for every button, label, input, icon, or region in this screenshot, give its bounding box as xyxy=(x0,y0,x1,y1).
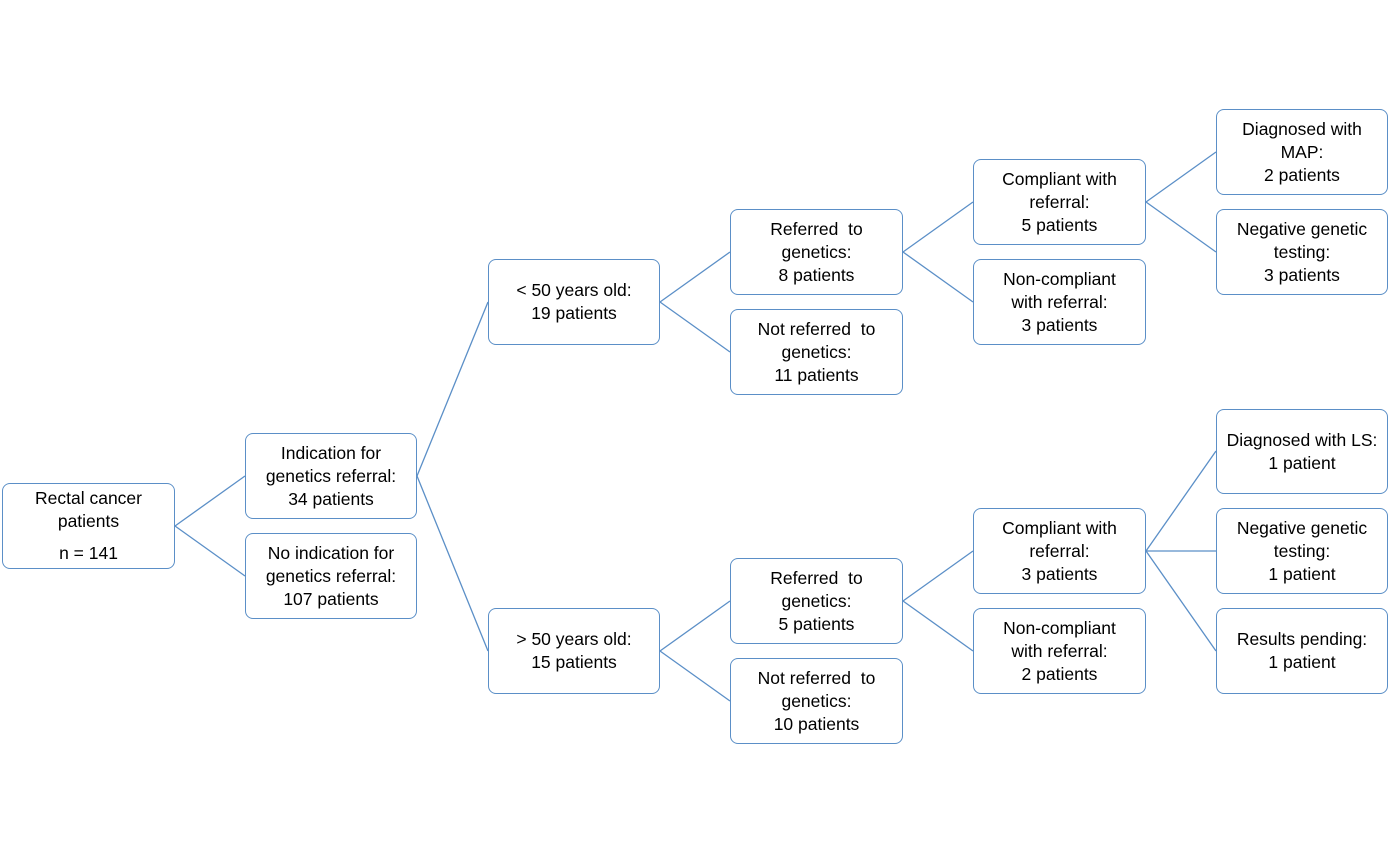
diagnosed-ls-node: Diagnosed with LS: 1 patient xyxy=(1216,409,1388,494)
node-line: Compliant with xyxy=(1002,517,1117,538)
root-node-line: patients xyxy=(57,511,120,531)
root-node-line: Rectal cancer xyxy=(35,488,142,508)
node-line: genetics referral: xyxy=(265,565,397,586)
node-line: referral: xyxy=(1029,540,1090,561)
over-50-compliant-node: Compliant with referral: 3 patients xyxy=(973,508,1146,594)
results-pending-node: Results pending: 1 patient xyxy=(1216,608,1388,694)
connector-over50-referred xyxy=(659,600,731,652)
node-count: 1 patient xyxy=(1268,563,1336,584)
diagnosed-map-node: Diagnosed with MAP: 2 patients xyxy=(1216,109,1388,195)
node-line: genetics: xyxy=(781,690,852,711)
node-line: Diagnosed with xyxy=(1242,118,1362,139)
node-count: 3 patients xyxy=(1264,264,1340,285)
connector-o-compliant-pending xyxy=(1145,550,1217,652)
node-count: 2 patients xyxy=(1021,663,1098,684)
node-count: 5 patients xyxy=(1021,214,1098,235)
root-node-count: n = 141 xyxy=(59,543,118,563)
under-50-not-referred-node: Not referred to genetics: 11 patients xyxy=(730,309,903,395)
over-50-node: > 50 years old: 15 patients xyxy=(488,608,660,694)
node-line: Negative genetic xyxy=(1236,517,1368,538)
connector-u-compliant-negative xyxy=(1145,201,1217,253)
node-line: Diagnosed with LS: xyxy=(1226,429,1378,450)
connector-o-compliant-ls xyxy=(1145,450,1217,552)
node-line: No indication for xyxy=(267,542,395,563)
node-count: 15 patients xyxy=(531,652,617,672)
under-50-negative-testing-node: Negative genetic testing: 3 patients xyxy=(1216,209,1388,295)
node-count: 11 patients xyxy=(774,364,859,385)
node-line: Indication for xyxy=(280,442,382,463)
connector-u-referred-compliant xyxy=(902,201,974,253)
node-count: 1 patient xyxy=(1268,652,1336,672)
connector-u-referred-noncompliant xyxy=(902,251,974,303)
over-50-referred-node: Referred to genetics: 5 patients xyxy=(730,558,903,644)
node-line: Referred to xyxy=(770,567,863,588)
connector-u-compliant-map xyxy=(1145,151,1217,203)
node-line: MAP: xyxy=(1280,141,1324,162)
node-line: with referral: xyxy=(1011,640,1108,661)
node-line: Not referred to xyxy=(757,667,876,688)
node-count: 8 patients xyxy=(778,264,855,285)
indication-node: Indication for genetics referral: 34 pat… xyxy=(245,433,417,519)
node-line: Non-compliant xyxy=(1003,268,1116,289)
node-line: Compliant with xyxy=(1002,168,1117,189)
node-line: genetics: xyxy=(781,241,852,262)
node-count: 107 patients xyxy=(283,588,379,609)
node-line: Non-compliant xyxy=(1003,617,1116,638)
connector-under50-referred xyxy=(659,251,731,303)
node-line: genetics: xyxy=(781,590,852,611)
under-50-compliant-node: Compliant with referral: 5 patients xyxy=(973,159,1146,245)
over-50-noncompliant-node: Non-compliant with referral: 2 patients xyxy=(973,608,1146,694)
connector-o-referred-compliant xyxy=(902,550,974,602)
node-count: 34 patients xyxy=(288,488,374,509)
connector-indication-under50 xyxy=(416,301,489,477)
connector-o-referred-noncompliant xyxy=(902,600,974,652)
over-50-negative-testing-node: Negative genetic testing: 1 patient xyxy=(1216,508,1388,594)
connector-over50-not-referred xyxy=(659,650,731,702)
node-line: Results pending: xyxy=(1236,629,1368,649)
node-line: Not referred to xyxy=(757,318,876,339)
connector-root-indication xyxy=(174,475,246,527)
node-line: Referred to xyxy=(770,218,863,239)
node-count: 3 patients xyxy=(1021,314,1098,335)
under-50-referred-node: Referred to genetics: 8 patients xyxy=(730,209,903,295)
connector-indication-over50 xyxy=(416,475,489,652)
node-count: 2 patients xyxy=(1264,164,1340,185)
node-line: Negative genetic xyxy=(1236,218,1368,239)
connector-under50-not-referred xyxy=(659,301,731,353)
node-line: genetics: xyxy=(781,341,852,362)
over-50-not-referred-node: Not referred to genetics: 10 patients xyxy=(730,658,903,744)
node-line: referral: xyxy=(1029,191,1090,212)
node-count: 5 patients xyxy=(778,613,855,634)
node-line: testing: xyxy=(1273,241,1331,262)
node-count: 10 patients xyxy=(773,713,860,734)
under-50-node: < 50 years old: 19 patients xyxy=(488,259,660,345)
node-line: < 50 years old: xyxy=(516,280,632,300)
node-line: genetics referral: xyxy=(265,465,397,486)
node-line: > 50 years old: xyxy=(516,629,632,649)
node-count: 19 patients xyxy=(531,303,617,323)
node-line: testing: xyxy=(1273,540,1331,561)
root-node: Rectal cancer patients n = 141 xyxy=(2,483,175,569)
node-count: 3 patients xyxy=(1021,563,1098,584)
connector-root-no-indication xyxy=(174,525,246,577)
node-line: with referral: xyxy=(1011,291,1108,312)
under-50-noncompliant-node: Non-compliant with referral: 3 patients xyxy=(973,259,1146,345)
node-count: 1 patient xyxy=(1268,452,1336,473)
no-indication-node: No indication for genetics referral: 107… xyxy=(245,533,417,619)
